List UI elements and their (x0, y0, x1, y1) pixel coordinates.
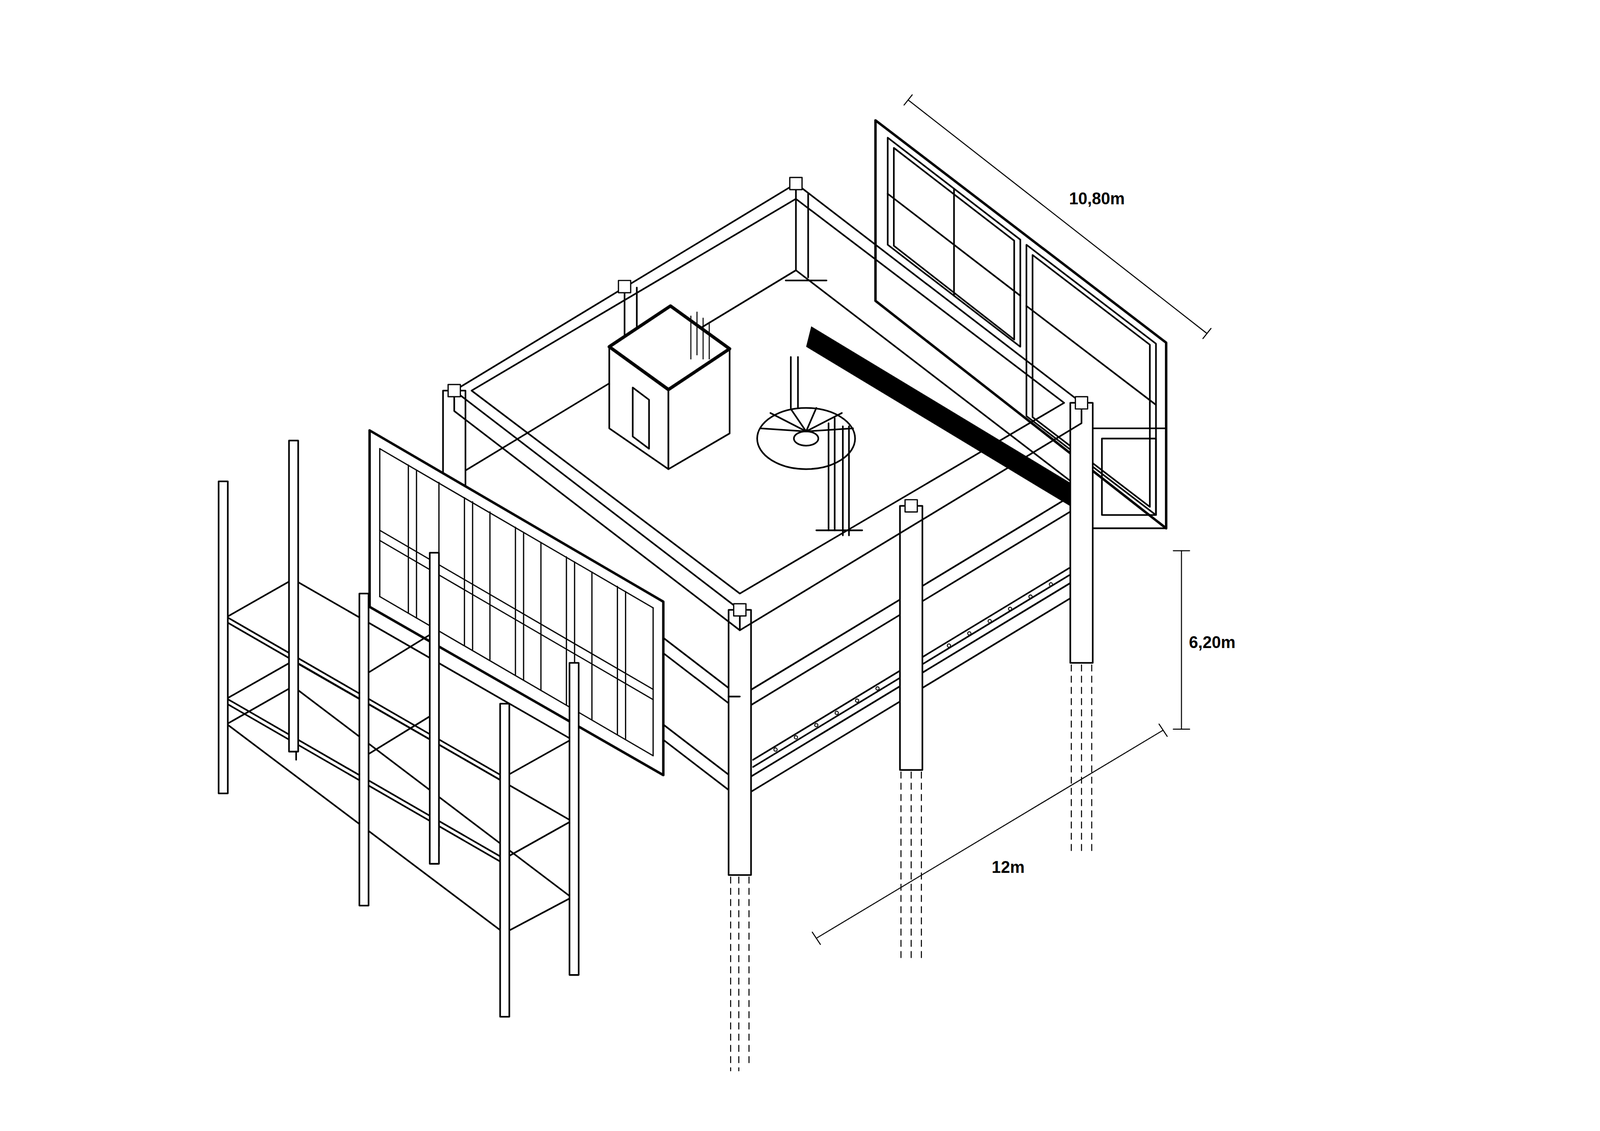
dimension-label: 10,80m (1066, 188, 1128, 210)
dimension-label: 12m (988, 857, 1028, 878)
dimension-label: 6,20m (1186, 632, 1239, 654)
